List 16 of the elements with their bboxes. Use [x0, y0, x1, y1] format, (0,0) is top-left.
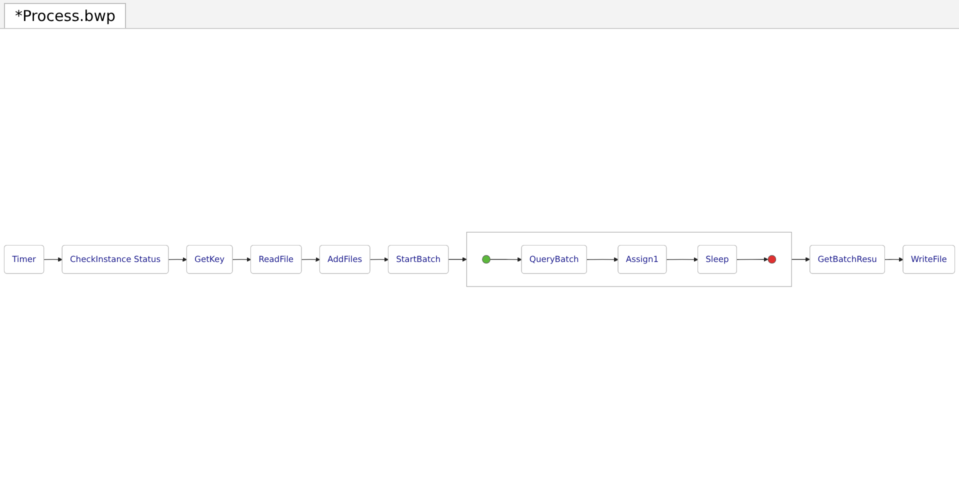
arrow — [791, 256, 810, 262]
arrow — [586, 256, 618, 262]
node-circle — [768, 254, 776, 264]
node-circle — [482, 254, 490, 264]
file-tab: *Process.bwp — [4, 3, 126, 28]
arrow — [736, 256, 768, 262]
arrow — [232, 256, 252, 262]
arrow — [490, 256, 522, 262]
arrow — [44, 256, 63, 262]
cluster — [466, 232, 792, 286]
arrow — [370, 256, 389, 262]
arrow — [168, 256, 188, 262]
arrow — [884, 256, 904, 262]
arrow — [666, 256, 698, 262]
arrow — [301, 256, 320, 262]
arrow — [448, 256, 467, 262]
